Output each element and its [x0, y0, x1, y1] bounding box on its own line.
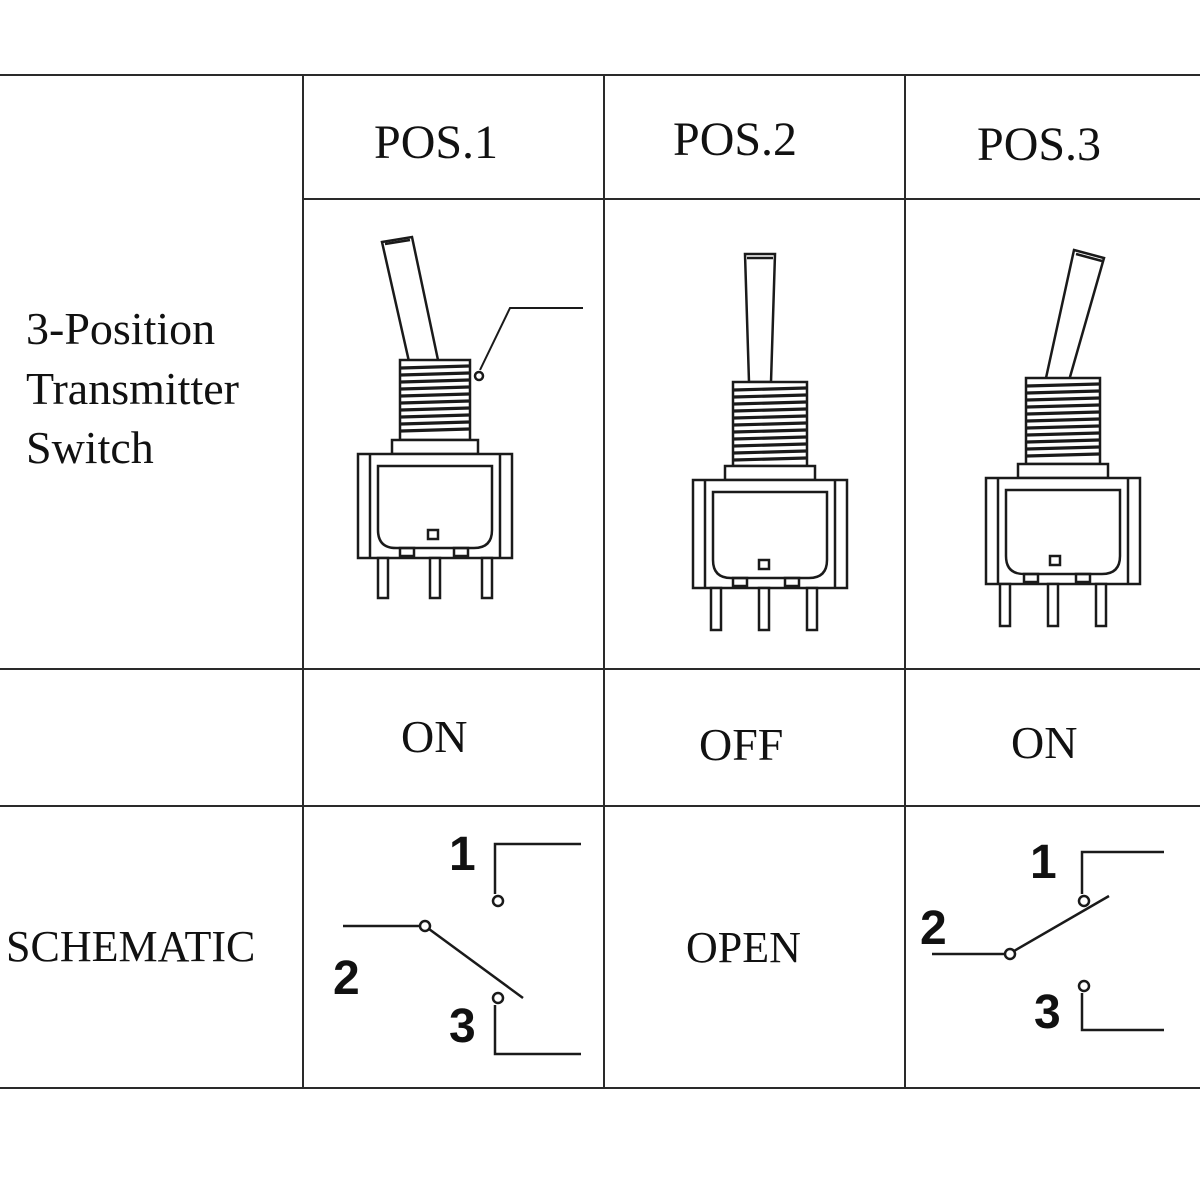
- toggle-switch-pos1-illustration: [356, 235, 583, 600]
- header-bottom-border: [303, 198, 1200, 200]
- schematic-pos1-diagram: 1 2 3: [333, 828, 581, 1056]
- schematic-pos1-terminal-2: 2: [333, 952, 360, 1005]
- col-divider-1: [302, 76, 304, 1089]
- schematic-pos3-diagram: 1 2 3: [920, 836, 1164, 1039]
- image-row-bottom-border: [0, 668, 1200, 670]
- schematic-pos3-terminal-3: 3: [1034, 986, 1061, 1039]
- schematic-open-label: OPEN: [686, 923, 801, 972]
- header-pos-2: POS.2: [673, 113, 798, 166]
- toggle-switch-pos2-illustration: [691, 252, 849, 632]
- schematic-label: SCHEMATIC: [6, 922, 256, 971]
- header-pos-3: POS.3: [977, 118, 1102, 171]
- state-row-bottom-border: [0, 805, 1200, 807]
- table-top-border: [0, 74, 1200, 76]
- state-pos-3: ON: [1011, 717, 1078, 768]
- table-bottom-border: [0, 1087, 1200, 1089]
- schematic-pos3-terminal-1: 1: [1030, 836, 1057, 889]
- schematic-pos1-terminal-1: 1: [449, 828, 476, 881]
- state-pos-2: OFF: [699, 719, 784, 770]
- header-pos-1: POS.1: [374, 116, 499, 169]
- title-line-1: 3-Position: [26, 303, 216, 354]
- title-line-2: Transmitter: [26, 363, 239, 414]
- schematic-pos3-terminal-2: 2: [920, 902, 947, 955]
- col-divider-2: [603, 76, 605, 1089]
- schematic-pos1-terminal-3: 3: [449, 1000, 476, 1053]
- title-line-3: Switch: [26, 422, 154, 473]
- col-divider-3: [904, 76, 906, 1089]
- toggle-switch-pos3-illustration: [984, 248, 1142, 628]
- state-pos-1: ON: [401, 711, 468, 762]
